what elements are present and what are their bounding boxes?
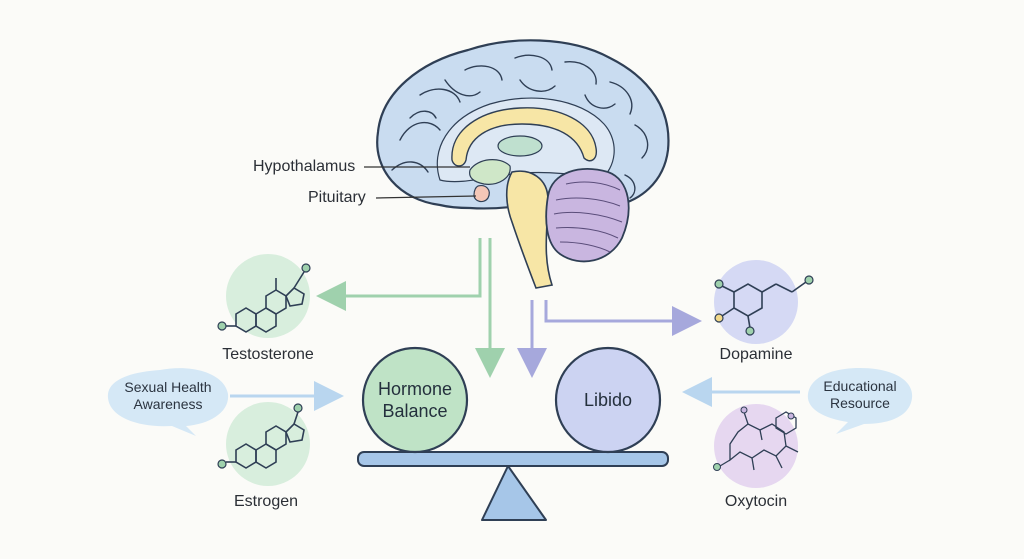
- brain-illustration: [376, 39, 670, 289]
- resource-line1: Educational: [823, 378, 897, 394]
- ventricle: [497, 135, 543, 157]
- resource-bubble-text: Educational Resource: [823, 378, 896, 412]
- dopamine-molecule: [714, 260, 814, 344]
- oxytocin-molecule: [713, 404, 799, 488]
- testosterone-molecule: [217, 254, 311, 338]
- oxytocin-bg: [714, 404, 798, 488]
- dopamine-label: Dopamine: [719, 346, 793, 363]
- hormone-balance-text: Hormone Balance: [378, 378, 452, 422]
- resource-line2: Resource: [830, 395, 890, 411]
- corpus-callosum: [451, 107, 598, 167]
- pituitary-label: Pituitary: [308, 189, 366, 206]
- testosterone-bg: [226, 254, 310, 338]
- hypothalamus-label: Hypothalamus: [253, 158, 356, 175]
- awareness-line1: Sexual Health: [124, 379, 212, 395]
- dopamine-bg: [714, 260, 798, 344]
- testosterone-label: Testosterone: [222, 346, 314, 363]
- awareness-bubble: [107, 368, 229, 436]
- hormone-balance-line2: Balance: [382, 401, 448, 421]
- balance-scale: [357, 346, 669, 521]
- libido-circle: [554, 346, 662, 454]
- awareness-bubble-text: Sexual Health Awareness: [124, 379, 211, 413]
- resource-bubble: [807, 368, 913, 434]
- pituitary-gland: [473, 185, 490, 203]
- estrogen-molecule: [217, 402, 310, 486]
- pituitary-leader: [375, 195, 477, 199]
- awareness-line2: Awareness: [133, 396, 203, 412]
- hypothalamus-region: [469, 159, 511, 185]
- cerebellum: [545, 168, 630, 263]
- brainstem: [505, 170, 554, 289]
- arrow-to-testosterone: [316, 238, 482, 311]
- estrogen-label: Estrogen: [233, 493, 299, 510]
- scale-beam: [357, 451, 669, 467]
- arrow-to-dopamine: [544, 300, 702, 336]
- scale-fulcrum: [481, 465, 547, 521]
- estrogen-bg: [226, 402, 310, 486]
- oxytocin-label: Oxytocin: [724, 493, 788, 510]
- hormone-balance-line1: Hormone: [377, 379, 453, 399]
- libido-text: Libido: [583, 390, 633, 410]
- hormone-balance-circle: [361, 346, 469, 454]
- cerebellum-folia: [553, 181, 623, 253]
- arrows: [230, 238, 800, 411]
- brain-gyri: [391, 54, 649, 199]
